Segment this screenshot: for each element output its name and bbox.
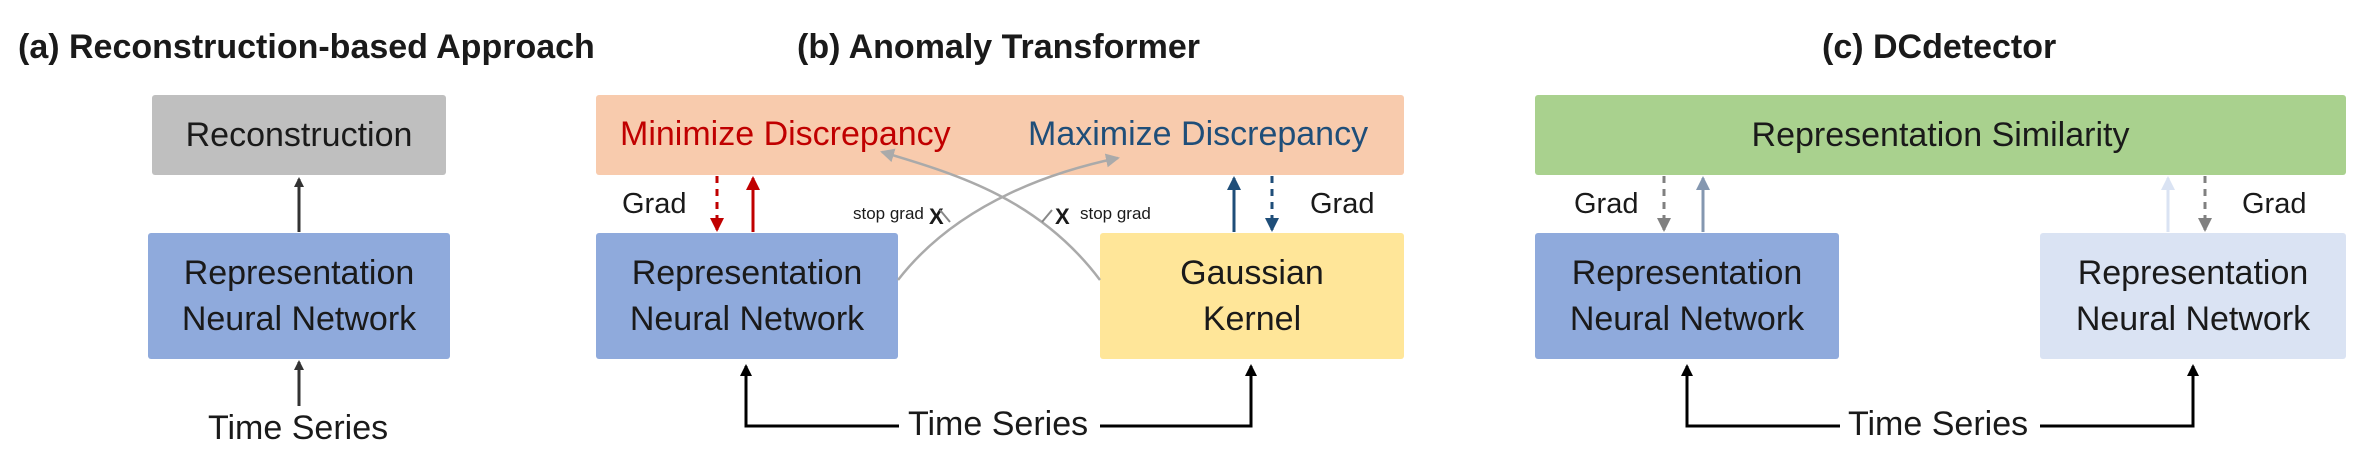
panel-a-title: (a) Reconstruction-based Approach — [18, 28, 595, 66]
maximize-discrepancy-label: Maximize Discrepancy — [1028, 115, 1369, 153]
panel-b-grad-left: Grad — [622, 188, 687, 220]
minimize-discrepancy-label: Minimize Discrepancy — [620, 115, 951, 153]
panel-c-network1-line1: Representation — [1571, 254, 1803, 292]
stop-grad-left-tick — [939, 209, 951, 223]
panel-a-network-line2: Neural Network — [181, 300, 417, 338]
stop-grad-left-label: stop grad — [853, 204, 924, 223]
panel-c-network1-line2: Neural Network — [1569, 300, 1805, 338]
discrepancy-box — [596, 95, 1404, 175]
panel-b-time-series-connector-right — [1100, 364, 1257, 428]
panel-c-time-series-connector — [1681, 364, 1840, 428]
panel-b-network-box: Representation Neural Network — [596, 233, 898, 359]
panel-a-network-line1: Representation — [183, 254, 415, 292]
reconstruction-label: Reconstruction — [185, 116, 413, 154]
panel-c-title: (c) DCdetector — [1822, 28, 2057, 66]
stop-grad-right-tick — [1041, 209, 1053, 223]
crossing-curve-left — [897, 153, 1120, 281]
stop-grad-right-x-icon: X — [1055, 204, 1070, 229]
gaussian-kernel-line1: Gaussian — [1180, 254, 1324, 292]
panel-c-network-box-2: Representation Neural Network — [2040, 233, 2346, 359]
panel-b-time-series-connector — [740, 364, 899, 428]
reconstruction-box: Reconstruction — [152, 95, 446, 175]
panel-b-network-line1: Representation — [631, 254, 863, 292]
panel-c-time-series-connector-right — [2040, 364, 2199, 428]
panel-a-time-series: Time Series — [208, 409, 389, 447]
gaussian-kernel-line2: Kernel — [1202, 300, 1302, 338]
panel-c-network-box-1: Representation Neural Network — [1535, 233, 1839, 359]
panel-c-grad-right: Grad — [2242, 188, 2307, 220]
panel-b-grad-right: Grad — [1310, 188, 1375, 220]
panel-b-title: (b) Anomaly Transformer — [797, 28, 1201, 66]
panel-b-network-line2: Neural Network — [629, 300, 865, 338]
panel-c-network2-line2: Neural Network — [2075, 300, 2311, 338]
panel-b-time-series: Time Series — [900, 405, 1097, 444]
representation-similarity-label: Representation Similarity — [1751, 116, 2130, 154]
gaussian-kernel-box: Gaussian Kernel — [1100, 233, 1404, 359]
panel-c-grad-left: Grad — [1574, 188, 1639, 220]
representation-similarity-box: Representation Similarity — [1535, 95, 2346, 175]
stop-grad-right-label: stop grad — [1080, 204, 1151, 223]
panel-c-time-series: Time Series — [1840, 405, 2037, 444]
panel-a-network-box: Representation Neural Network — [148, 233, 450, 359]
crossing-curve-right — [880, 148, 1101, 281]
panel-c-network2-line1: Representation — [2077, 254, 2309, 292]
